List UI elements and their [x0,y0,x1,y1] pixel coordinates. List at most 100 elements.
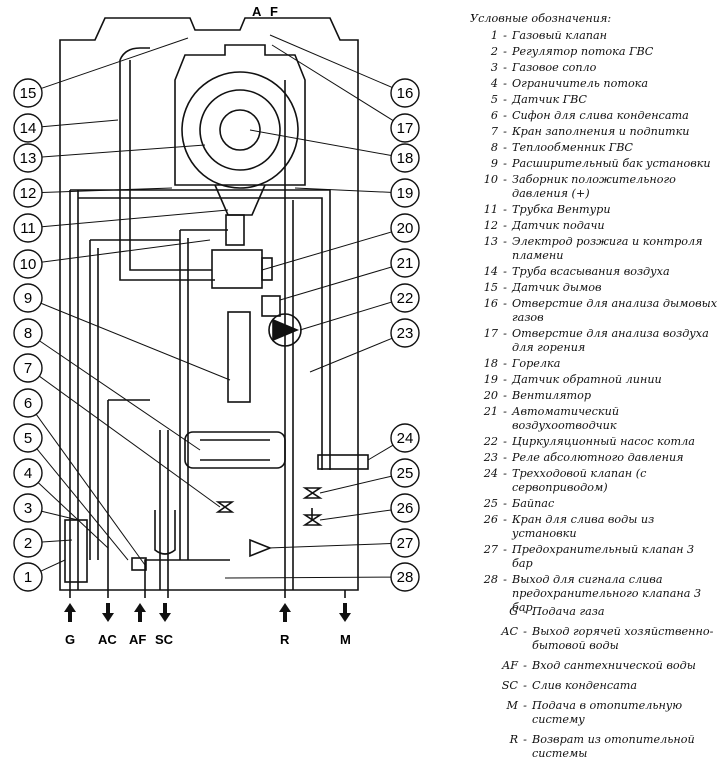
callout-circle-24 [390,423,420,453]
legend2-item-key: M [506,699,518,712]
callout-leader-25 [319,475,392,494]
callout-leader-24 [367,444,394,461]
legend-item: 8-Теплообменник ГВС [470,141,718,155]
legend-item-text: Ограничитель потока [512,77,649,90]
callout-circle-7 [13,353,43,383]
legend2-item-text: Подача в отопительную систему [532,699,683,726]
legend-item-key: 16 [483,297,498,310]
legend2-item-dash: - [523,679,527,692]
legend-item-dash: - [503,573,507,586]
callout-number-4: 4 [24,465,32,482]
legend2-item: AC-Выход горячей хозяйственно-бытовой во… [470,625,718,653]
callout-circle-17 [390,113,420,143]
legend-item: 7-Кран заполнения и подпитки [470,125,718,139]
legend-item-text: Газовое сопло [512,61,597,74]
legend-item-text: Труба всасывания воздуха [512,265,670,278]
legend-item: 6-Сифон для слива конденсата [470,109,718,123]
callout-leader-2 [41,539,73,543]
callout-circle-19 [390,178,420,208]
legend-item-dash: - [503,389,507,402]
drain-tap [302,508,323,526]
arrow-down-sc [159,603,171,622]
expansion-tank [227,311,251,403]
legend2-item-text: Выход горячей хозяйственно-бытовой воды [532,625,714,652]
bypass [302,487,323,499]
legend-item: 3-Газовое сопло [470,61,718,75]
legend2-item-dash: - [523,625,527,638]
legend-item-key: 28 [483,573,498,586]
callout-6: 6 [13,388,146,566]
legend-item-text: Байпас [512,497,555,510]
legend2-item-dash: - [523,659,527,672]
callout-leader-12 [41,187,173,194]
callout-leader-13 [41,144,206,158]
legend-item-dash: - [503,77,507,90]
arrow-up-r [279,603,291,622]
callout-15: 15 [13,37,189,108]
callout-25: 25 [319,458,420,494]
callout-1: 1 [13,559,66,592]
callout-number-17: 17 [397,120,414,137]
legend-item-dash: - [503,281,507,294]
legend-item-dash: - [503,93,507,106]
arrow-down-m [339,603,351,622]
legend-item-key: 15 [483,281,498,294]
legend-item-key: 21 [483,405,498,418]
callout-circle-8 [13,318,43,348]
callout-circle-14 [13,113,43,143]
legend-item-key: 8 [490,141,498,154]
legend-item-dash: - [503,141,507,154]
arrow-down-ac [102,603,114,622]
legend-item-dash: - [503,173,507,186]
legend-item-dash: - [503,373,507,386]
legend2-item-dash: - [523,699,527,712]
callout-circle-23 [390,318,420,348]
top-label-a: A [252,4,262,19]
callout-number-20: 20 [397,220,414,237]
callout-number-26: 26 [397,500,414,517]
legend2-item-key: AC [501,625,518,638]
callout-7: 7 [13,353,221,508]
callout-number-6: 6 [24,395,32,412]
callout-number-21: 21 [397,255,414,272]
callout-number-28: 28 [397,569,414,586]
legend-item: 9-Расширительный бак установки [470,157,718,171]
legend2-item-dash: - [523,605,527,618]
legend-item: 16-Отверстие для анализа дымовых газов [470,297,718,325]
conn-label-ac: AC [98,632,117,647]
callout-circle-22 [390,283,420,313]
legend-item: 18-Горелка [470,357,718,371]
callout-circle-20 [390,213,420,243]
callout-leader-19 [294,187,392,193]
legend-item-dash: - [503,327,507,340]
callout-circle-1 [13,562,43,592]
combustion-chamber [174,44,306,186]
callout-circle-11 [13,213,43,243]
callout-number-12: 12 [20,185,37,202]
boiler-diagram: A F G AC AF SC R M 123456789101112131415… [13,4,420,647]
callout-4: 4 [13,458,109,549]
callout-leader-6 [35,414,146,566]
legend-item-text: Отверстие для анализа дымовых газов [512,297,718,324]
callout-11: 11 [13,209,229,243]
callout-20: 20 [261,213,420,271]
legend-item-dash: - [503,467,507,480]
callout-leader-22 [299,301,392,331]
legend2-item: M-Подача в отопительную систему [470,699,718,727]
callout-number-13: 13 [20,150,37,167]
legend-item-dash: - [503,543,507,556]
legend-item-dash: - [503,497,507,510]
callout-circle-6 [13,388,43,418]
callout-number-25: 25 [397,465,414,482]
fan [211,249,263,289]
legend-item-key: 18 [483,357,498,370]
legend-title: Условные обозначения: [470,12,612,25]
legend-item-dash: - [503,125,507,138]
callout-leader-26 [319,509,392,521]
legend-item-dash: - [503,265,507,278]
callout-number-15: 15 [20,85,37,102]
legend-item-dash: - [503,435,507,448]
legend-item-key: 5 [490,93,498,106]
callout-leader-1 [40,559,66,572]
callout-circle-12 [13,178,43,208]
